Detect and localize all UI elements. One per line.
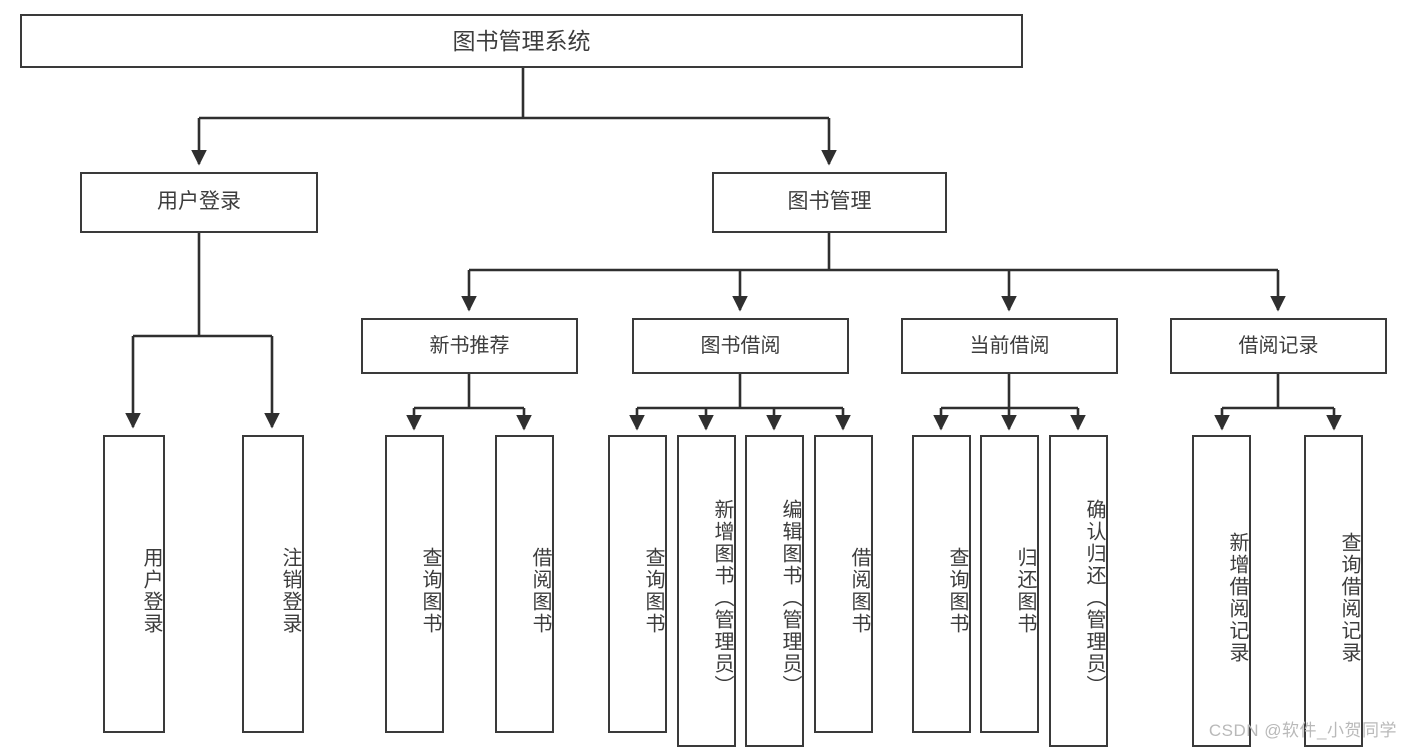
leaf-user-login-1[interactable]: 用户登录 — [103, 435, 165, 733]
leaf-current-borrow-3[interactable]: 确认归还（管理员） — [1049, 435, 1108, 747]
node-current-borrow[interactable]: 当前借阅 — [901, 318, 1118, 374]
node-new-book-recommend[interactable]: 新书推荐 — [361, 318, 578, 374]
leaf-current-borrow-1[interactable]: 查询图书 — [912, 435, 971, 733]
leaf-new-book-1[interactable]: 查询图书 — [385, 435, 444, 733]
csdn-watermark: CSDN @软件_小贺同学 — [1208, 721, 1397, 740]
node-label: 归还图书 — [1014, 547, 1036, 635]
node-label: 新书推荐 — [429, 334, 510, 357]
node-label: 借阅图书 — [529, 547, 551, 635]
node-borrow-record[interactable]: 借阅记录 — [1170, 318, 1387, 374]
leaf-borrow-record-1[interactable]: 新增借阅记录 — [1192, 435, 1251, 747]
node-label: 查询图书 — [642, 547, 664, 635]
node-book-borrow[interactable]: 图书借阅 — [632, 318, 849, 374]
node-user-login[interactable]: 用户登录 — [80, 172, 318, 233]
leaf-user-login-2[interactable]: 注销登录 — [242, 435, 304, 733]
leaf-book-borrow-1[interactable]: 查询图书 — [608, 435, 667, 733]
leaf-book-borrow-4[interactable]: 借阅图书 — [814, 435, 873, 733]
leaf-book-borrow-2[interactable]: 新增图书（管理员） — [677, 435, 736, 747]
node-label: 编辑图书（管理员） — [779, 499, 801, 697]
node-label: 新增借阅记录 — [1226, 532, 1248, 664]
node-label: 借阅记录 — [1238, 334, 1319, 357]
node-label: 当前借阅 — [969, 334, 1050, 357]
node-root-library-system[interactable]: 图书管理系统 — [20, 14, 1023, 68]
node-label: 图书管理系统 — [452, 27, 591, 54]
node-label: 确认归还（管理员） — [1083, 499, 1105, 697]
leaf-book-borrow-3[interactable]: 编辑图书（管理员） — [745, 435, 804, 747]
node-label: 图书借阅 — [700, 334, 781, 357]
node-label: 借阅图书 — [848, 547, 870, 635]
node-label: 查询图书 — [419, 547, 441, 635]
node-label: 新增图书（管理员） — [711, 499, 733, 697]
leaf-current-borrow-2[interactable]: 归还图书 — [980, 435, 1039, 733]
node-label: 注销登录 — [279, 547, 301, 635]
leaf-new-book-2[interactable]: 借阅图书 — [495, 435, 554, 733]
node-label: 图书管理 — [787, 190, 872, 214]
node-label: 用户登录 — [157, 190, 241, 214]
node-book-management[interactable]: 图书管理 — [712, 172, 947, 233]
leaf-borrow-record-2[interactable]: 查询借阅记录 — [1304, 435, 1363, 747]
node-label: 查询借阅记录 — [1338, 532, 1360, 664]
node-label: 用户登录 — [140, 547, 162, 635]
node-label: 查询图书 — [946, 547, 968, 635]
